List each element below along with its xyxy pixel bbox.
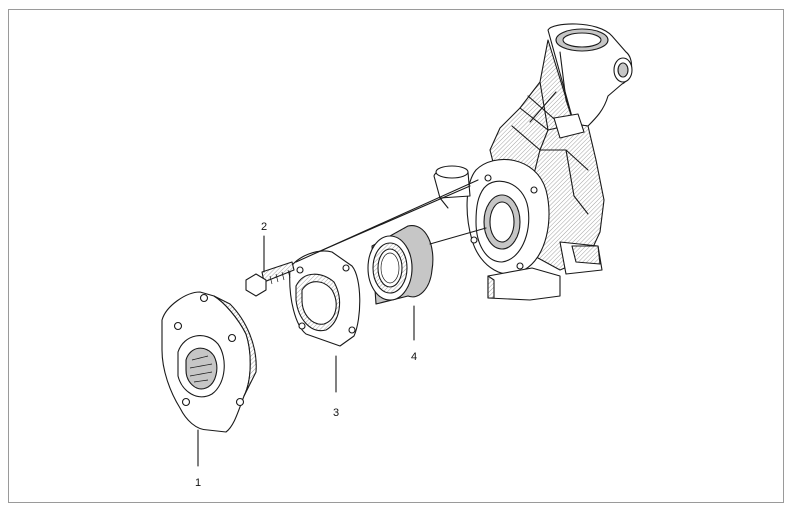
assembly-guide-lines [295, 179, 487, 263]
callout-hub-number: 1 [195, 477, 201, 489]
callout-shield-number: 3 [333, 407, 339, 419]
callout-leaders [197, 235, 415, 467]
wheel-hub [161, 291, 257, 433]
splash-shield [289, 250, 361, 347]
callout-bearing-number: 4 [411, 351, 417, 363]
hub-bolt [245, 261, 295, 297]
callout-bolt-number: 2 [261, 221, 267, 233]
steering-knuckle [433, 23, 633, 301]
wheel-bearing [367, 225, 434, 305]
